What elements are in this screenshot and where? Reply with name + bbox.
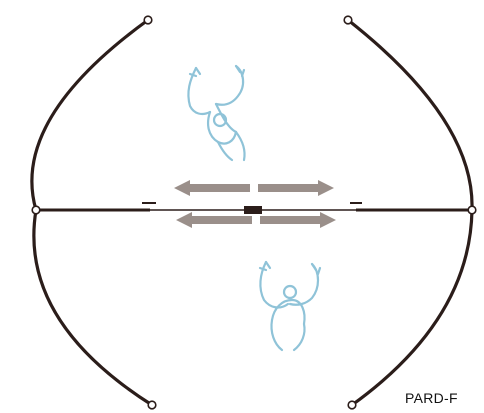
node-top-right	[344, 16, 352, 24]
upper-right-arrow	[258, 180, 334, 196]
lower-figure	[260, 262, 320, 350]
left-arc	[32, 20, 152, 405]
upper-left-arrow	[174, 180, 250, 196]
arrows-group	[174, 180, 336, 228]
node-bottom-right	[348, 401, 356, 409]
right-arc	[348, 20, 472, 405]
node-mid-right	[468, 206, 476, 214]
rod-center-block	[244, 206, 262, 214]
node-mid-left	[32, 206, 40, 214]
node-top-left	[144, 16, 152, 24]
horizontal-rod	[36, 203, 472, 214]
node-bottom-left	[148, 401, 156, 409]
diagram-caption: PARD-F	[405, 390, 458, 406]
upper-figure	[188, 66, 244, 160]
lower-left-arrow	[176, 212, 252, 228]
lower-right-arrow	[260, 212, 336, 228]
